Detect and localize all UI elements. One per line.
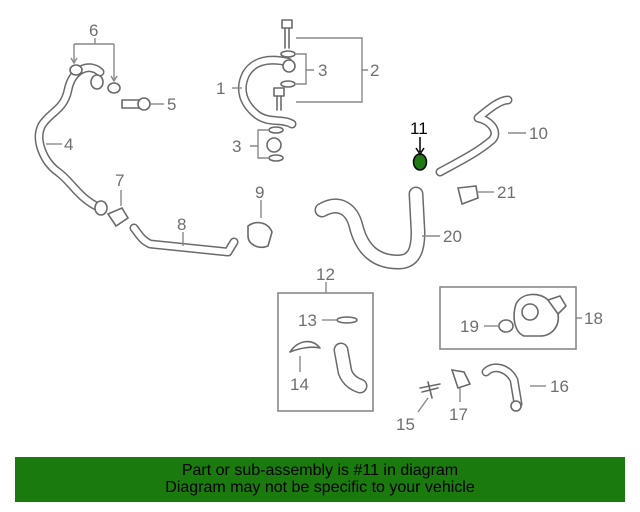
label-14: 14: [290, 375, 309, 394]
label-16: 16: [550, 377, 569, 396]
part-9-bracket: [247, 221, 273, 249]
footer-line-2: Diagram may not be specific to your vehi…: [165, 479, 475, 496]
label-13: 13: [298, 311, 317, 330]
part-16-pipe: [481, 363, 523, 412]
label-4: 4: [64, 135, 73, 154]
part-8-pipe: [129, 223, 239, 257]
label-21: 21: [497, 183, 516, 202]
part-2-bolts: [273, 19, 296, 111]
label-19: 19: [460, 317, 479, 336]
part-11-shape: [412, 153, 428, 171]
label-11: 11: [410, 119, 428, 138]
label-17: 17: [449, 405, 468, 424]
part-6-o-rings: [69, 64, 121, 94]
part-1-pipe: [237, 55, 297, 153]
label-2: 2: [370, 61, 379, 80]
label-18: 18: [584, 309, 603, 328]
label-7: 7: [115, 171, 124, 190]
label-6: 6: [89, 21, 98, 40]
part-20-hose: [314, 186, 426, 270]
label-9: 9: [255, 183, 264, 202]
footer-banner: Part or sub-assembly is #11 in diagram D…: [15, 457, 625, 502]
part-19-o-ring: [498, 319, 514, 333]
part-17-clamp: [450, 368, 472, 390]
label-3a: 3: [318, 61, 327, 80]
part-7-clamp: [106, 206, 130, 228]
part-14-gasket: [289, 340, 321, 353]
part-12-pipe-fitting: [333, 342, 368, 394]
part-21-connector: [457, 185, 479, 206]
label-20: 20: [443, 227, 462, 246]
parts-diagram: 6 5 4 7 8 9 1 2 3 3 11 10 21 20 12 13 14…: [34, 19, 603, 434]
label-12: 12: [316, 265, 335, 284]
footer-line-1: Part or sub-assembly is #11 in diagram: [181, 462, 459, 479]
label-15: 15: [396, 415, 415, 434]
part-5-bolt: [121, 97, 151, 111]
label-10: 10: [529, 124, 548, 143]
label-3b: 3: [232, 137, 241, 156]
part-4-pipe: [34, 63, 108, 216]
part-11-seal: [412, 153, 428, 171]
part-10-hose: [435, 95, 513, 177]
part-13-o-ring: [336, 316, 358, 324]
part-18-thermostat-housing: [513, 293, 567, 337]
label-8: 8: [177, 215, 186, 234]
part-15-fitting: [419, 381, 441, 399]
label-1: 1: [216, 79, 225, 98]
part-3-o-rings: [268, 126, 284, 162]
label-5: 5: [167, 95, 176, 114]
leader-lines: [46, 37, 582, 413]
